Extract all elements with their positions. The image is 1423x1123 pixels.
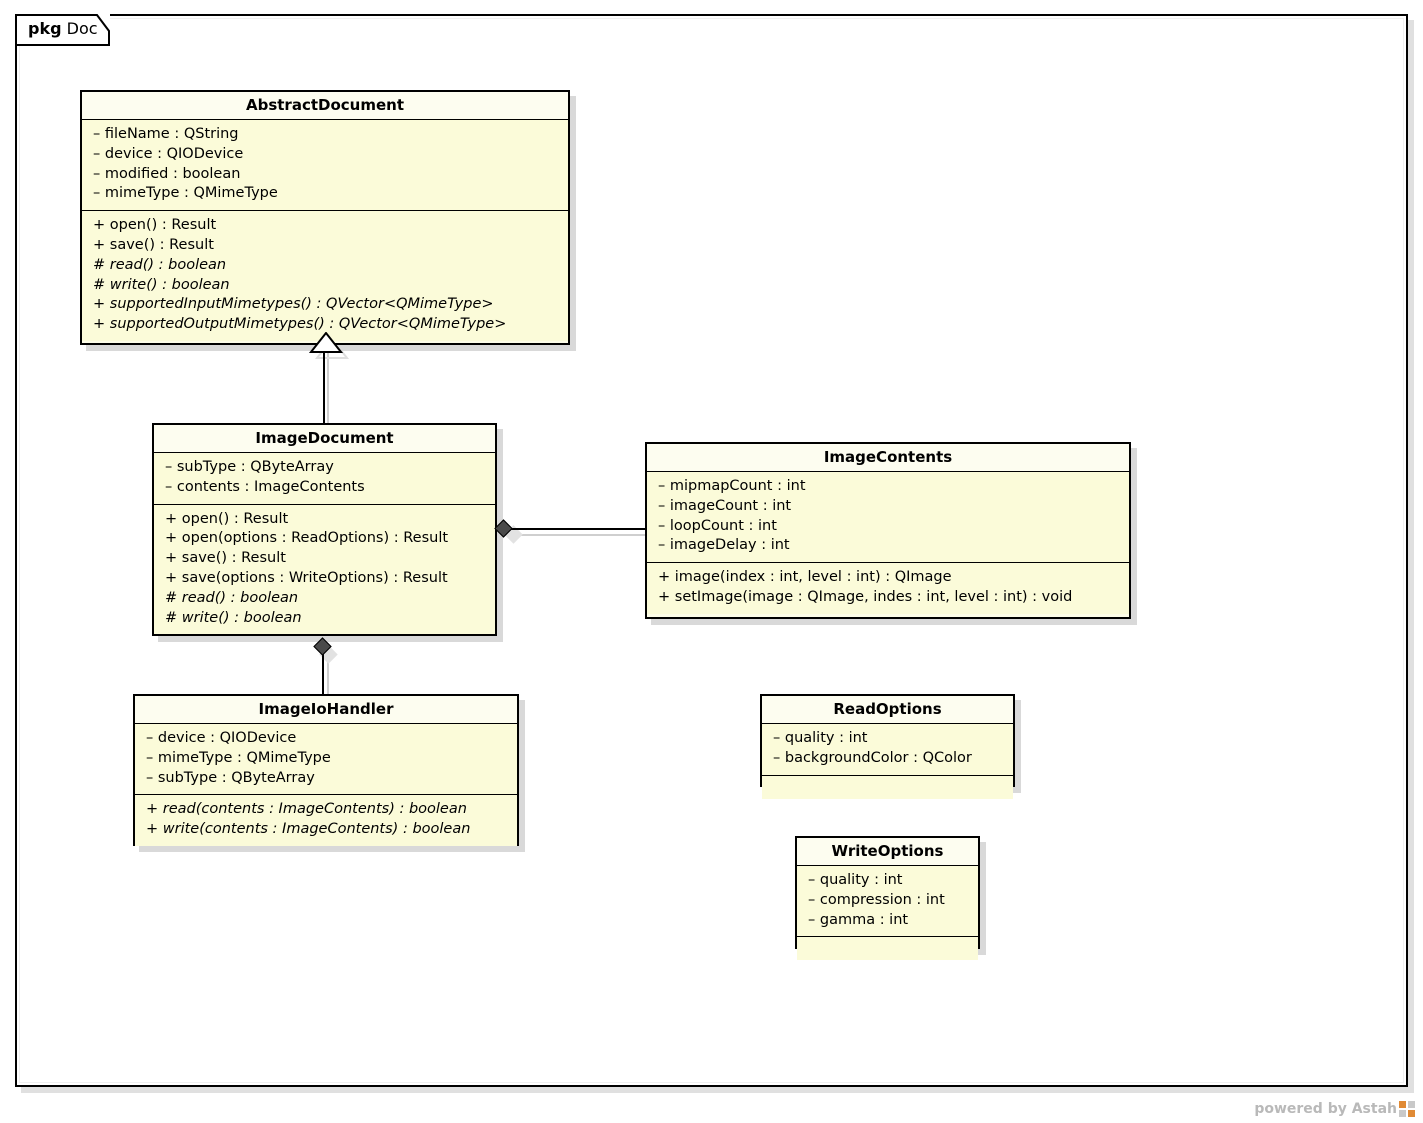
attribute-row: – subType : QByteArray	[165, 459, 334, 475]
operations-compartment: + read(contents : ImageContents) : boole…	[135, 795, 517, 846]
operation-row: + supportedOutputMimetypes() : QVector<Q…	[93, 316, 507, 333]
attribute-row: – imageCount : int	[658, 497, 792, 514]
operation-row: + open() : Result	[93, 217, 217, 234]
attribute-row: – contents : ImageContents	[165, 478, 365, 495]
operation-row: + open(options : ReadOptions) : Result	[165, 530, 449, 547]
attribute-row: – loopCount : int	[658, 517, 777, 534]
class-writeoptions[interactable]: WriteOptions – quality : int – compressi…	[795, 836, 986, 961]
attributes-compartment: – quality : int – backgroundColor : QCol…	[762, 724, 1013, 776]
package-tab-label: pkg Doc	[28, 19, 98, 38]
class-imagecontents[interactable]: ImageContents – mipmapCount : int – imag…	[645, 442, 1137, 625]
class-readoptions[interactable]: ReadOptions – quality : int – background…	[760, 694, 1021, 799]
attribute-row: – device : QIODevice	[93, 145, 244, 162]
attribute-row: – imageDelay : int	[658, 537, 790, 554]
operation-row: + save() : Result	[93, 236, 214, 253]
operations-compartment	[762, 775, 1013, 799]
operation-row: + setImage(image : QImage, indes : int, …	[658, 588, 1073, 605]
generalization-arrow-icon	[308, 332, 344, 353]
class-imageiohandler[interactable]: ImageIoHandler – device : QIODevice – mi…	[133, 694, 525, 852]
class-name-imagedocument: ImageDocument	[154, 425, 495, 453]
package-stereotype: pkg	[28, 19, 62, 38]
operation-row: # write() : boolean	[165, 609, 302, 626]
operations-compartment: + open() : Result + save() : Result # re…	[82, 211, 568, 341]
composition-imageiohandler-line	[322, 644, 324, 696]
class-name-readoptions: ReadOptions	[762, 696, 1013, 724]
attribute-row: – quality : int	[773, 730, 868, 746]
attributes-compartment: – mipmapCount : int – imageCount : int –…	[647, 472, 1129, 564]
generalization-line-shadow	[327, 352, 329, 428]
composition-imagecontents-line-shadow	[503, 534, 651, 536]
class-body: ImageIoHandler – device : QIODevice – mi…	[133, 694, 519, 846]
operation-row: + image(index : int, level : int) : QIma…	[658, 569, 952, 586]
composition-imageiohandler-line-shadow	[327, 650, 329, 702]
operation-row: + supportedInputMimetypes() : QVector<QM…	[93, 296, 494, 313]
class-name-imageiohandler: ImageIoHandler	[135, 696, 517, 724]
attribute-row: – subType : QByteArray	[146, 769, 315, 786]
attributes-compartment: – quality : int – compression : int – ga…	[797, 866, 978, 938]
attribute-row: – modified : boolean	[93, 165, 241, 182]
package-name: Doc	[66, 19, 98, 38]
attribute-row: – backgroundColor : QColor	[773, 749, 972, 766]
class-body: WriteOptions – quality : int – compressi…	[795, 836, 980, 961]
operation-row: + open() : Result	[165, 510, 289, 527]
class-name-writeoptions: WriteOptions	[797, 838, 978, 866]
attributes-compartment: – device : QIODevice – mimeType : QMimeT…	[135, 724, 517, 796]
class-body: ReadOptions – quality : int – background…	[760, 694, 1015, 799]
operations-compartment: + image(index : int, level : int) : QIma…	[647, 563, 1129, 614]
watermark-label: powered by Astah	[1254, 1101, 1397, 1117]
class-name-imagecontents: ImageContents	[647, 444, 1129, 472]
astah-logo-icon	[1399, 1101, 1415, 1117]
class-name-abstractdocument: AbstractDocument	[82, 92, 568, 120]
attribute-row: – device : QIODevice	[146, 730, 297, 746]
operations-compartment	[797, 937, 978, 961]
attributes-compartment: – subType : QByteArray – contents : Imag…	[154, 453, 495, 505]
composition-imagecontents-line	[499, 528, 646, 530]
package-tab[interactable]: pkg Doc	[15, 14, 110, 46]
attribute-row: – mimeType : QMimeType	[93, 185, 278, 202]
package-tab-shape	[15, 14, 110, 46]
attribute-row: – quality : int	[808, 872, 903, 888]
class-body: ImageContents – mipmapCount : int – imag…	[645, 442, 1131, 619]
attribute-row: – compression : int	[808, 891, 945, 908]
attributes-compartment: – fileName : QString – device : QIODevic…	[82, 120, 568, 212]
operation-row: + save(options : WriteOptions) : Result	[165, 569, 448, 586]
attribute-row: – gamma : int	[808, 911, 909, 928]
operation-row: # read() : boolean	[165, 589, 299, 606]
astah-watermark: powered by Astah	[1254, 1101, 1415, 1117]
class-abstractdocument[interactable]: AbstractDocument – fileName : QString – …	[80, 90, 576, 351]
operation-row: + write(contents : ImageContents) : bool…	[146, 821, 471, 838]
attribute-row: – mimeType : QMimeType	[146, 749, 331, 766]
attribute-row: – mipmapCount : int	[658, 478, 806, 494]
class-imagedocument[interactable]: ImageDocument – subType : QByteArray – c…	[152, 423, 503, 642]
class-body: ImageDocument – subType : QByteArray – c…	[152, 423, 497, 636]
attribute-row: – fileName : QString	[93, 126, 239, 142]
class-body: AbstractDocument – fileName : QString – …	[80, 90, 570, 345]
operation-row: # write() : boolean	[93, 276, 230, 293]
generalization-line	[323, 350, 325, 428]
operation-row: + save() : Result	[165, 550, 286, 567]
operation-row: + read(contents : ImageContents) : boole…	[146, 801, 467, 818]
operation-row: # read() : boolean	[93, 256, 227, 273]
operations-compartment: + open() : Result + open(options : ReadO…	[154, 504, 495, 635]
